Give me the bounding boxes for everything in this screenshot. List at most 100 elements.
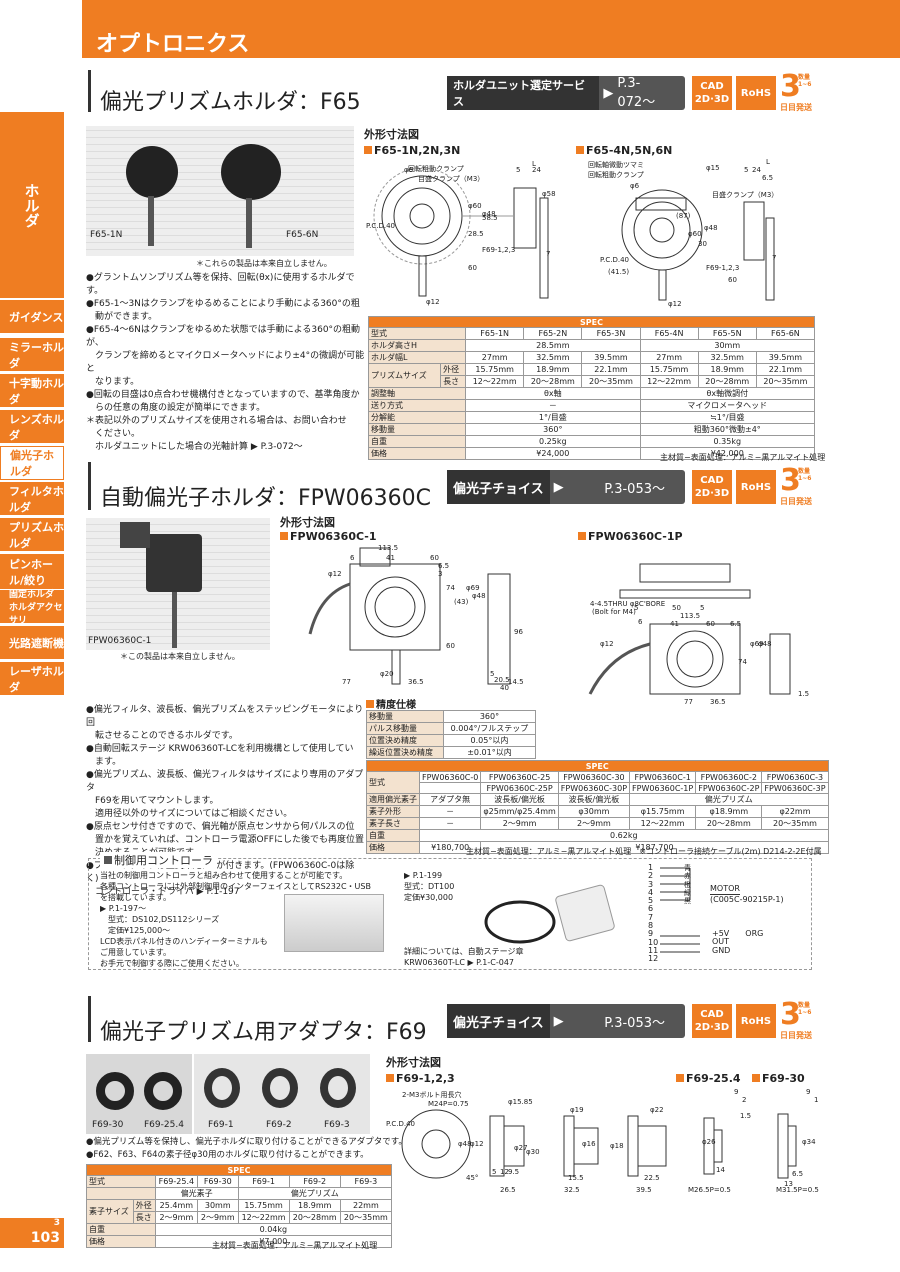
description-line: ●自動回転ステージ KRW06360T-LCを利用機構として使用してい [86,744,354,754]
wire-color: 青 [684,864,691,872]
sidebar-item[interactable]: 固定ホルダ ホルダアクセサリ [0,590,64,626]
description-line: ●偏光プリズム等を保持し、偏光子ホルダに取り付けることができるアダプタです。 [86,1137,407,1147]
spec-col: F69-1 [237,1175,290,1188]
dimension-label: 77 [342,678,351,686]
spec-cell: 2〜9mm [154,1211,199,1224]
shipping-days: 3 [780,69,801,104]
spec-row: 送り方式－マイクロメータヘッド [367,399,816,412]
sidebar-item[interactable]: ガイダンス [0,300,64,334]
dimension-label: 74 [738,658,747,666]
dimension-label: L [766,158,770,166]
spec-cell: 20〜28mm [523,375,583,388]
accuracy-value: ±0.01°以内 [442,746,537,759]
dimension-label: φ69 [466,584,480,592]
dimension-label: 40 [500,684,509,692]
dimension-label: 20.5 [494,676,510,684]
adapter-image [262,1068,298,1108]
photo-label: FPW06360C-1 [88,636,152,646]
dimension-label: φ48 [458,1140,472,1148]
choice-ref: P.3-053〜 [604,481,665,497]
dimension-label: φ22 [650,1106,664,1114]
dimension-label: 1 [814,1096,819,1104]
dimension-label: 50 [672,604,681,612]
controller-text-line: LCD表示パネル付きのハンディーターミナルも [100,937,268,946]
dimension-label: φ15.85 [508,1098,533,1106]
spec-label: 価格 [367,447,467,460]
spec-cell: 22.1mm [581,363,641,376]
pin-number: 9 [648,929,654,939]
pin-number: 5 [648,896,654,906]
dimension-label: 7 [772,254,777,262]
spec-cell: φ30mm [557,805,631,818]
photo-label: F69-25.4 [144,1120,184,1130]
section3-choice-link[interactable]: 偏光子チョイス ▶ P.3-053〜 [447,1004,685,1038]
photo-label: F65-1N [90,230,123,240]
controller-text-line: ご用意しています。 [100,948,171,957]
description-line: コントローラ・ドライバ ▶ P.1-197 [86,887,240,897]
dimension-label: 15.5 [568,1174,584,1182]
section1-service-link[interactable]: ホルダユニット選定サービス ▶ P.3-072〜 [447,76,685,110]
diagram-a-title: FPW06360C-1 [280,530,377,543]
dimension-label: 4-4.5THRU φ8C'BORE [590,600,666,608]
sidebar-item[interactable]: フィルタホルダ [0,482,64,516]
photo-f69-1-2-3: F69-1 F69-2 F69-3 [194,1054,370,1134]
spec-label: 適用偏光素子 [366,793,420,806]
spec-cell: 波長板/偏光板 [480,793,559,806]
controller-text-line: 定価¥125,000〜 [100,926,171,935]
description-line: 置かを覚えていれば、コントローラ電源OFFにした後でも再度位置 [86,835,364,845]
adapter-image [320,1068,356,1108]
spec-label: 長さ [440,375,467,388]
sidebar-item[interactable]: ピンホール/絞り [0,554,64,590]
spec-cell: 18.9mm [697,363,757,376]
sidebar-item[interactable]: 光路遮断機 [0,626,64,660]
dimension-label: 60 [706,620,715,628]
category-title: オプトロニクス [96,32,250,57]
dimension-label: 36.5 [408,678,424,686]
dimension-label: 96 [514,628,523,636]
fpw06360c-1-drawing [308,547,511,685]
spec-cell: θx軸微調付 [639,387,816,400]
sidebar-item[interactable]: 偏光子ホルダ [0,446,64,480]
controller-text-line: 当社の制御用コントローラと組み合わせて使用することが可能です。 [100,871,348,880]
section3-title: 偏光子プリズム用アダプタ：F69 [100,1020,427,1045]
diagram-title: 外形寸法図 [386,1056,441,1069]
spec-cell: 2〜9mm [197,1211,239,1224]
dimension-label: M24P=0.75 [428,1100,469,1108]
service-arrow-icon: ▶ [603,85,614,101]
shipping-qty: 数量1~6 [798,468,812,482]
dimension-label: (87) [676,212,691,220]
spec-label: 外径 [440,363,467,376]
section-bar [88,462,91,510]
dimension-label: 77 [684,698,693,706]
dimension-label: 目盛クランプ（M3） [712,191,779,199]
sidebar-main-tab[interactable]: ホルダ [0,112,64,298]
spec-col: FPW06360C-30P [557,782,631,794]
sidebar-item[interactable]: 十字動ホルダ [0,374,64,408]
spec-label: ホルダ幅L [367,351,467,364]
spec-cell: アダプタ無 [418,793,482,806]
photo-label: F69-30 [92,1120,124,1130]
dimension-label: 13 [784,1180,793,1188]
spec-label: 自重 [86,1223,156,1236]
shipping-qty: 数量1~6 [798,74,812,88]
sidebar-item[interactable]: プリズムホルダ [0,518,64,552]
spec-cell: φ25mm/φ25.4mm [480,805,559,818]
dimension-label: φ26 [702,1138,716,1146]
dimension-label: φ60 [688,230,702,238]
dimension-label: P.C.D.40 [386,1120,415,1128]
sidebar-item[interactable]: レーザホルダ [0,662,64,696]
section2-choice-link[interactable]: 偏光子チョイス ▶ P.3-053〜 [447,470,685,504]
description-line: ●偏光プリズム、波長板、偏光フィルタはサイズにより専用のアダプタ [86,770,364,793]
sidebar-item[interactable]: レンズホルダ [0,410,64,444]
sidebar-item[interactable]: ミラーホルダ [0,338,64,372]
